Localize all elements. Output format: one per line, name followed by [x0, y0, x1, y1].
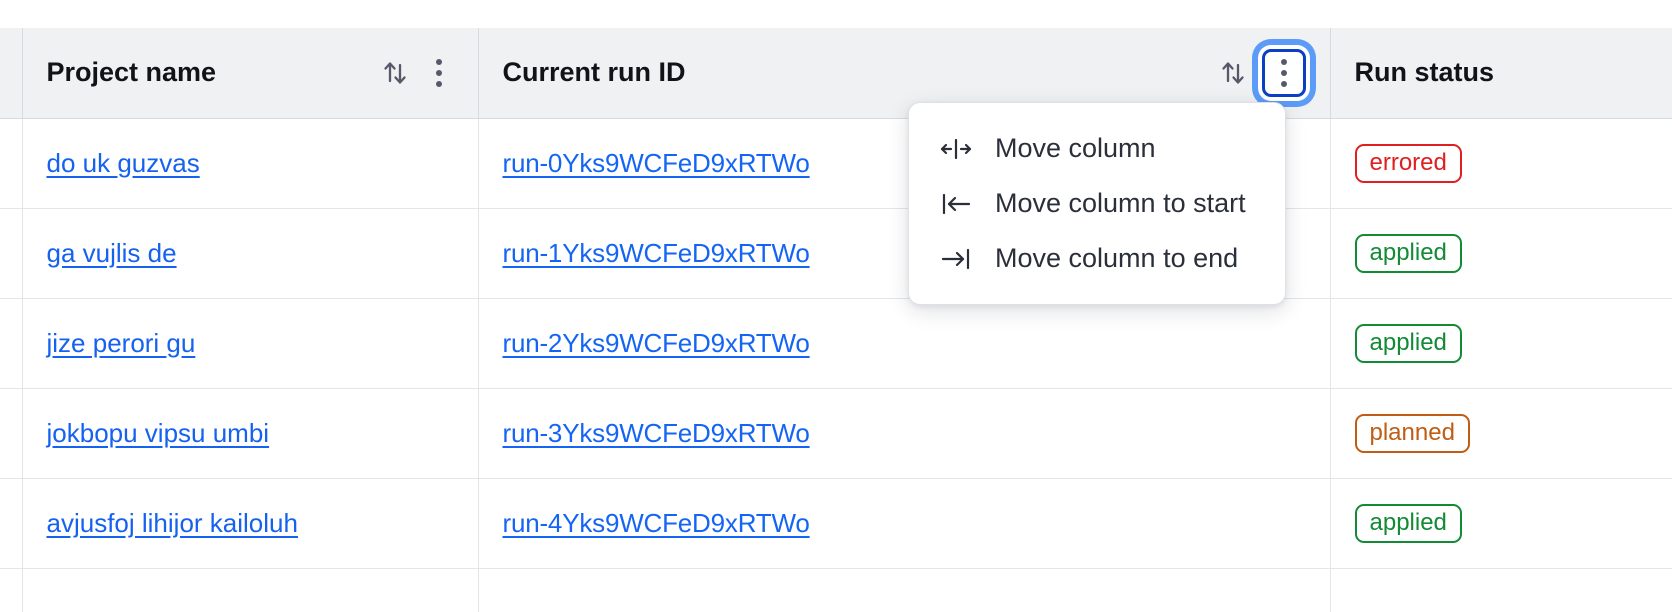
table-row[interactable]: jize perori gu run-2Yks9WCFeD9xRTWo appl…	[0, 298, 1672, 389]
status-badge: errored	[1354, 143, 1462, 183]
table-row[interactable]: ga vujlis de run-1Yks9WCFeD9xRTWo applie…	[0, 208, 1672, 299]
table-header: Project name	[0, 28, 1672, 119]
cell-project-name: do uk guzvas	[22, 118, 479, 209]
status-badge: applied	[1354, 323, 1462, 363]
menu-item-label: Move column to end	[995, 243, 1239, 273]
cell-project-name: jize perori gu	[22, 298, 479, 389]
sort-updown-icon[interactable]	[1218, 57, 1248, 89]
project-name-link[interactable]: avjusfoj lihijor kailoluh	[46, 507, 298, 538]
cell-current-run-id: run-2Yks9WCFeD9xRTWo	[478, 298, 1331, 389]
run-id-link[interactable]: run-1Yks9WCFeD9xRTWo	[502, 237, 810, 268]
projects-table: Project name	[0, 28, 1672, 612]
row-gutter-cell	[0, 208, 23, 299]
menu-item-move-column-to-end[interactable]: Move column to end	[909, 231, 1285, 286]
table-scroll-container[interactable]: Project name	[0, 28, 1672, 612]
project-name-link[interactable]: jokbopu vipsu umbi	[46, 417, 270, 448]
kebab-dot	[1280, 80, 1287, 87]
column-header-label-project-name: Project name	[46, 57, 217, 88]
menu-item-move-column-to-start[interactable]: Move column to start	[909, 176, 1285, 231]
move-column-to-start-icon	[939, 189, 973, 219]
table-header-row: Project name	[0, 28, 1672, 119]
move-column-to-end-icon	[939, 244, 973, 274]
row-gutter-cell	[0, 568, 23, 612]
kebab-dot	[435, 69, 442, 76]
move-column-icon	[939, 134, 973, 164]
status-badge: planned	[1354, 413, 1470, 453]
table-row[interactable]: jokbopu vipsu umbi run-3Yks9WCFeD9xRTWo …	[0, 388, 1672, 479]
column-menu-button-current-run-id[interactable]	[1261, 48, 1306, 97]
project-name-link[interactable]: do uk guzvas	[46, 147, 200, 178]
run-id-link[interactable]: run-2Yks9WCFeD9xRTWo	[502, 327, 810, 358]
cell-project-name: jokbopu vipsu umbi	[22, 388, 479, 479]
table-row[interactable]: do uk guzvas run-0Yks9WCFeD9xRTWo errore…	[0, 118, 1672, 209]
kebab-dot	[435, 80, 442, 87]
cell-run-status: applied	[1330, 298, 1672, 389]
cell-run-status: applied	[1330, 208, 1672, 299]
row-gutter-cell	[0, 478, 23, 569]
menu-item-move-column[interactable]: Move column	[909, 121, 1285, 176]
cell-project-name	[22, 568, 479, 612]
project-name-link[interactable]: jize perori gu	[46, 327, 196, 358]
column-menu-button-project-name[interactable]	[424, 56, 454, 90]
menu-item-label: Move column to start	[995, 188, 1246, 218]
cell-run-status: errored	[1330, 118, 1672, 209]
status-badge: applied	[1354, 233, 1462, 273]
table-body: do uk guzvas run-0Yks9WCFeD9xRTWo errore…	[0, 118, 1672, 612]
menu-item-label: Move column	[995, 133, 1156, 163]
status-badge: applied	[1354, 503, 1462, 543]
cell-run-status: applied	[1330, 478, 1672, 569]
cell-run-status: planned	[1330, 388, 1672, 479]
kebab-dot	[1280, 69, 1287, 76]
cell-current-run-id	[478, 568, 1331, 612]
column-header-label-current-run-id: Current run ID	[502, 57, 686, 88]
header-gutter-cell	[0, 28, 23, 119]
cell-current-run-id: run-3Yks9WCFeD9xRTWo	[478, 388, 1331, 479]
column-header-run-status[interactable]: Run status	[1330, 28, 1672, 119]
row-gutter-cell	[0, 118, 23, 209]
run-id-link[interactable]: run-0Yks9WCFeD9xRTWo	[502, 147, 810, 178]
cell-project-name: ga vujlis de	[22, 208, 479, 299]
column-header-label-run-status: Run status	[1354, 57, 1495, 88]
cell-current-run-id: run-4Yks9WCFeD9xRTWo	[478, 478, 1331, 569]
kebab-dot	[435, 58, 442, 65]
row-gutter-cell	[0, 388, 23, 479]
kebab-dot	[1280, 58, 1287, 65]
run-id-link[interactable]: run-4Yks9WCFeD9xRTWo	[502, 507, 810, 538]
column-header-project-name[interactable]: Project name	[22, 28, 479, 119]
table-row[interactable]: avjusfoj lihijor kailoluh run-4Yks9WCFeD…	[0, 478, 1672, 569]
cell-project-name: avjusfoj lihijor kailoluh	[22, 478, 479, 569]
row-gutter-cell	[0, 298, 23, 389]
project-name-link[interactable]: ga vujlis de	[46, 237, 177, 268]
sort-updown-icon[interactable]	[380, 57, 410, 89]
run-id-link[interactable]: run-3Yks9WCFeD9xRTWo	[502, 417, 810, 448]
column-options-menu: Move column Move column to start Move co…	[908, 102, 1286, 305]
table-row[interactable]	[0, 568, 1672, 612]
cell-run-status	[1330, 568, 1672, 612]
